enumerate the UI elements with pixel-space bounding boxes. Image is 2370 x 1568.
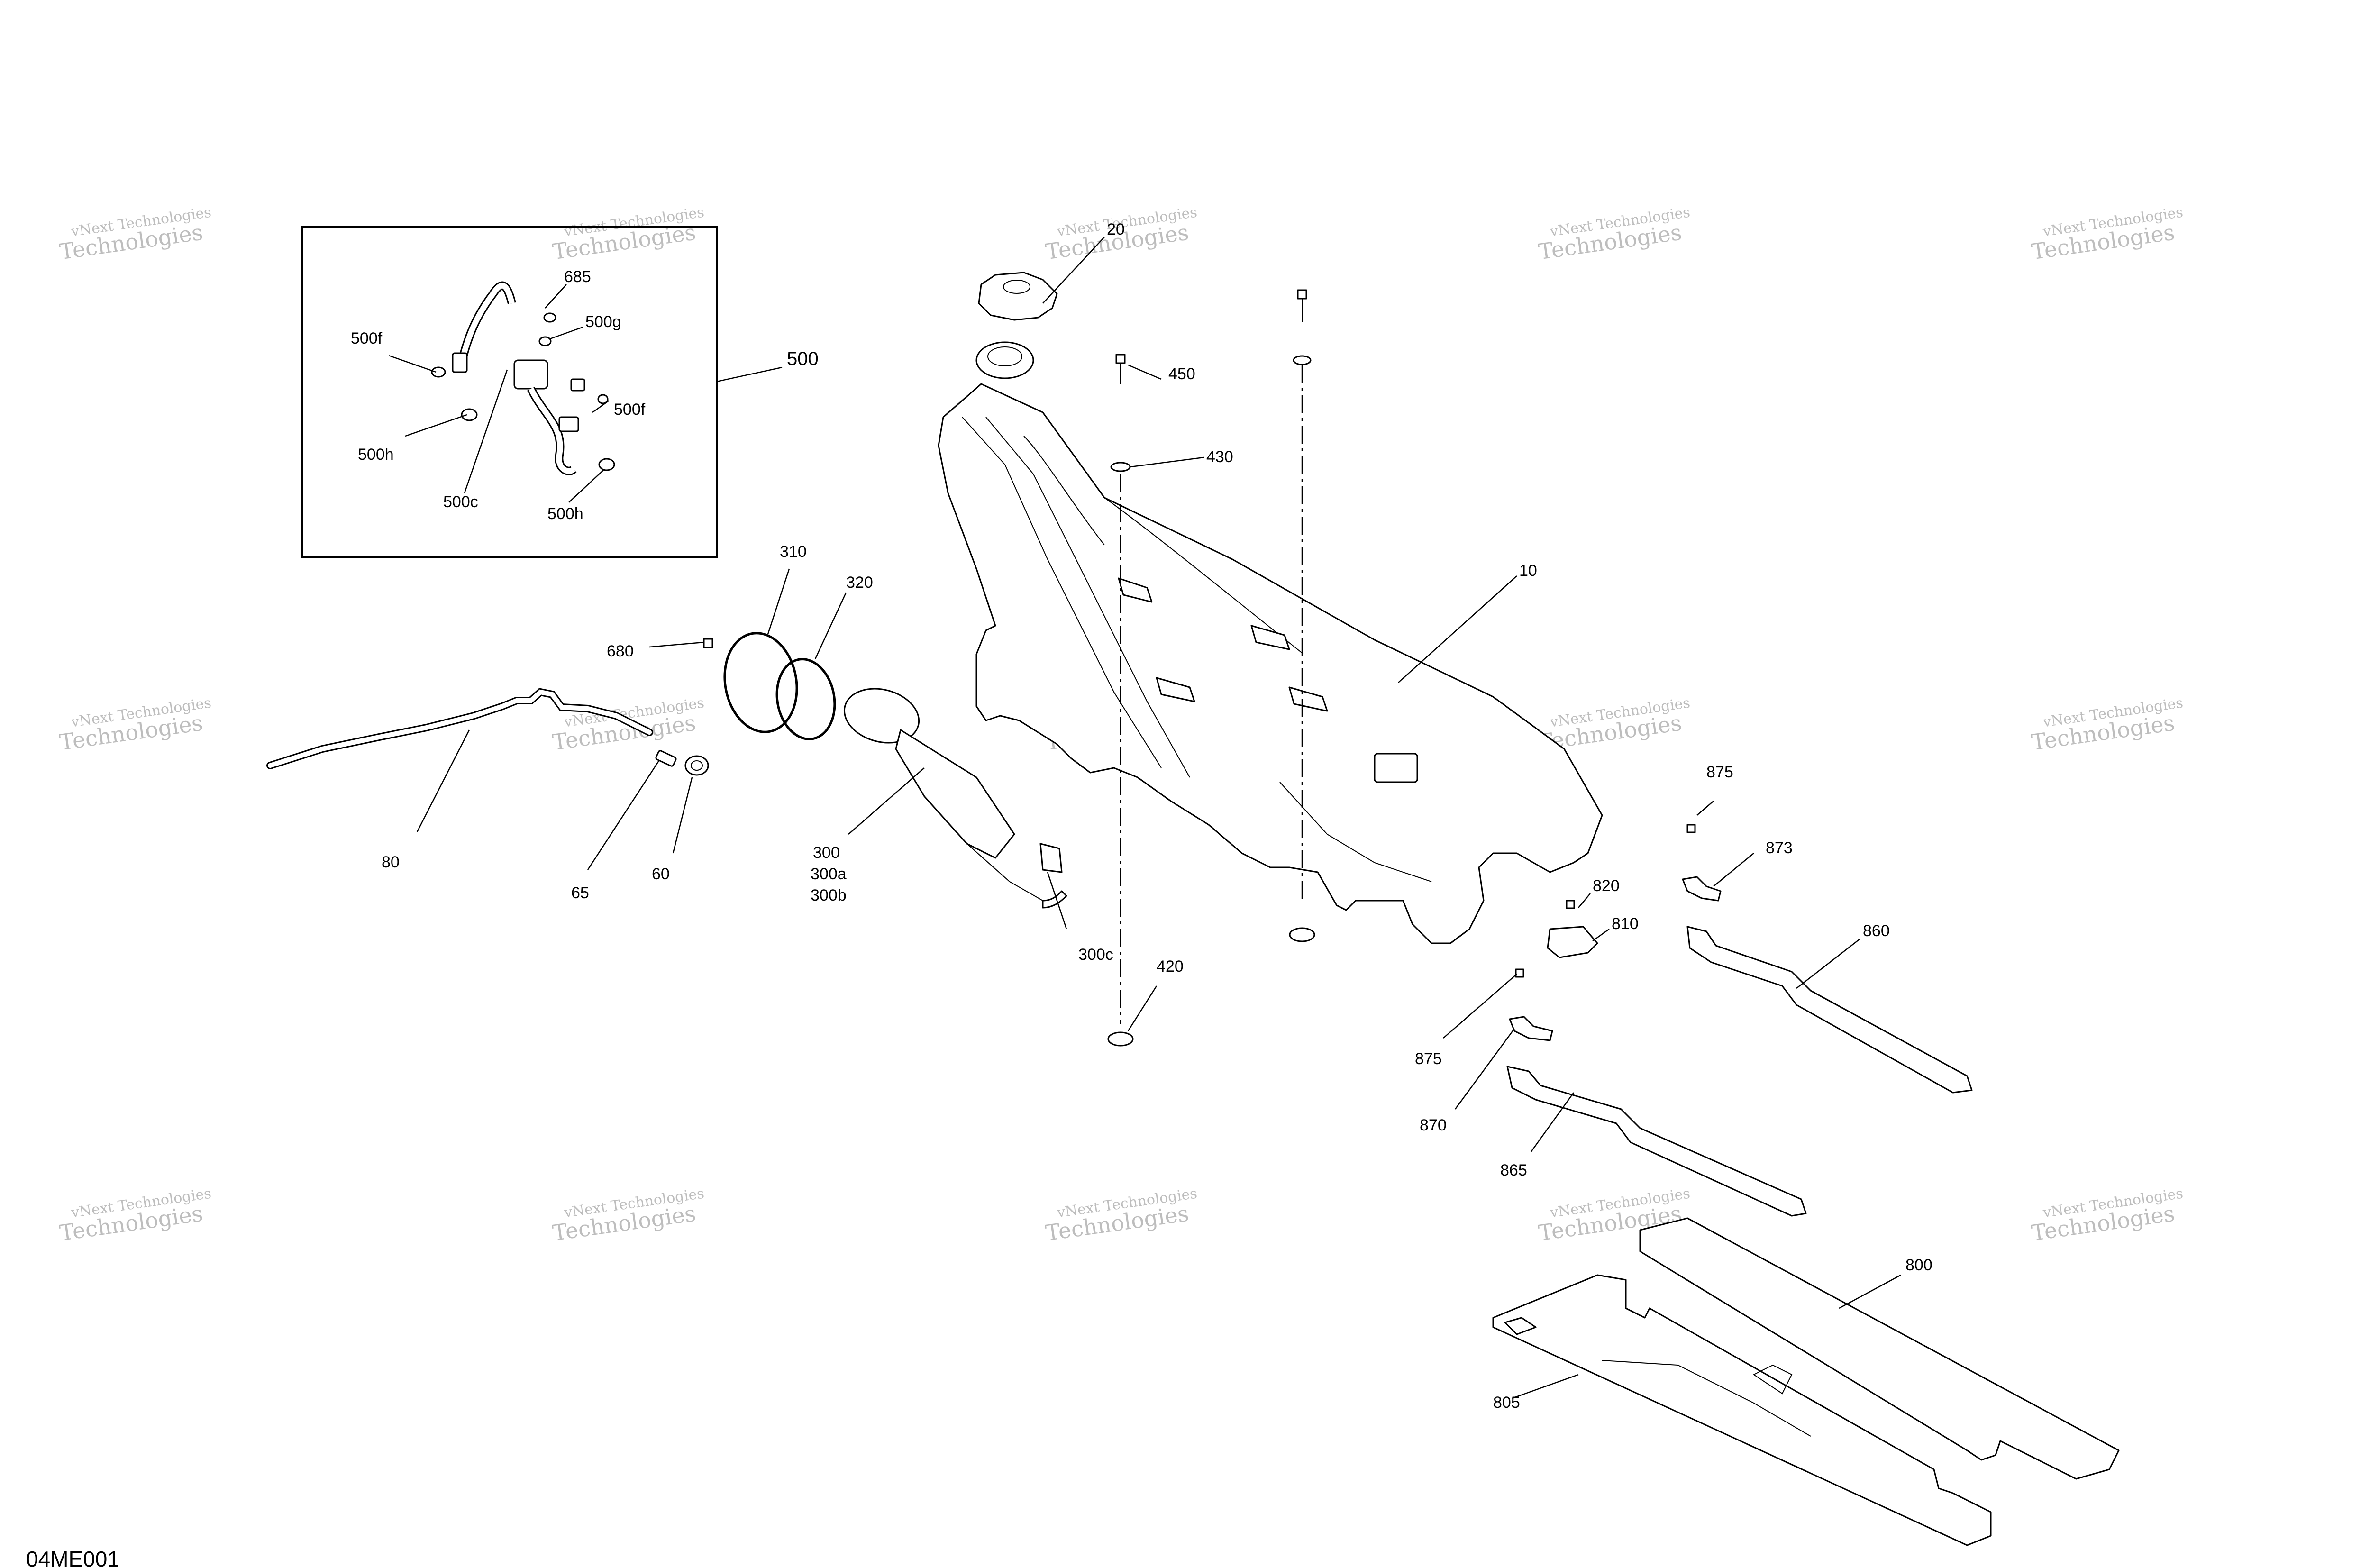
callout-450: 450 <box>1168 365 1195 383</box>
callout-labels: 10 20 450 430 500 685 500g 500f 500f 500… <box>351 220 1932 1412</box>
fuel-pump-300 <box>843 688 1067 909</box>
callout-870: 870 <box>1420 1116 1447 1134</box>
callout-500h-right: 500h <box>547 505 583 523</box>
fitting-65 <box>655 750 677 767</box>
inset-box-500 <box>301 226 718 558</box>
washer-430 <box>1110 462 1131 472</box>
bolt-450 <box>1115 354 1126 384</box>
callout-300c: 300c <box>1078 946 1113 964</box>
callout-300: 300 <box>813 844 840 862</box>
callout-10: 10 <box>1519 562 1537 580</box>
callout-320: 320 <box>846 574 873 592</box>
bracket-810 <box>1547 926 1598 958</box>
callout-500c: 500c <box>443 493 478 511</box>
callout-300a: 300a <box>811 865 847 883</box>
leader-lines <box>388 237 1901 1399</box>
grommet-right <box>1289 927 1315 942</box>
callout-800: 800 <box>1905 1256 1932 1274</box>
ring-310 <box>723 632 798 733</box>
callout-420: 420 <box>1157 957 1184 975</box>
callout-875-left: 875 <box>1415 1050 1442 1068</box>
callout-865: 865 <box>1500 1161 1527 1179</box>
callout-500f-right: 500f <box>614 401 646 419</box>
callout-60: 60 <box>652 865 670 883</box>
callout-805: 805 <box>1493 1394 1520 1412</box>
callout-80: 80 <box>382 853 400 871</box>
ring-320 <box>775 658 836 740</box>
callout-500g: 500g <box>585 313 621 331</box>
skid-plate-805 <box>1492 1274 1992 1546</box>
callout-500: 500 <box>787 348 819 369</box>
fuel-cap-20 <box>978 272 1058 321</box>
drawing-code: 04ME001 <box>26 1547 119 1568</box>
clip-873 <box>1682 876 1722 902</box>
callout-310: 310 <box>780 543 807 561</box>
callout-300b: 300b <box>811 886 847 904</box>
callout-65: 65 <box>571 884 589 902</box>
callout-820: 820 <box>1593 877 1620 895</box>
callout-680: 680 <box>607 642 634 660</box>
skid-plate-800 <box>1639 1217 2120 1480</box>
grommet-420 <box>1107 1031 1134 1047</box>
callout-430: 430 <box>1206 448 1233 466</box>
fitting-60 <box>684 755 709 776</box>
washer-right-top <box>1293 355 1312 365</box>
callout-500f-left: 500f <box>351 329 383 347</box>
clip-870 <box>1509 1016 1553 1041</box>
fuel-tank-10 <box>938 383 1603 944</box>
callout-810: 810 <box>1612 915 1639 933</box>
bolt-right-top <box>1297 289 1307 322</box>
filler-neck <box>975 341 1034 379</box>
screw-820 <box>1566 900 1575 909</box>
strap-860 <box>1686 926 1973 1094</box>
callout-20: 20 <box>1107 220 1125 238</box>
callout-875-right: 875 <box>1706 763 1733 781</box>
hose-assembly-500 <box>431 281 615 475</box>
strap-865 <box>1506 1066 1807 1217</box>
callout-860: 860 <box>1863 922 1890 940</box>
screw-875-right <box>1686 824 1696 833</box>
callout-685: 685 <box>564 268 591 286</box>
callout-873: 873 <box>1766 839 1793 857</box>
fuel-line-80 <box>266 688 653 769</box>
screw-875-left <box>1515 968 1524 978</box>
callout-500h-left: 500h <box>358 446 394 464</box>
screw-680 <box>703 638 713 648</box>
